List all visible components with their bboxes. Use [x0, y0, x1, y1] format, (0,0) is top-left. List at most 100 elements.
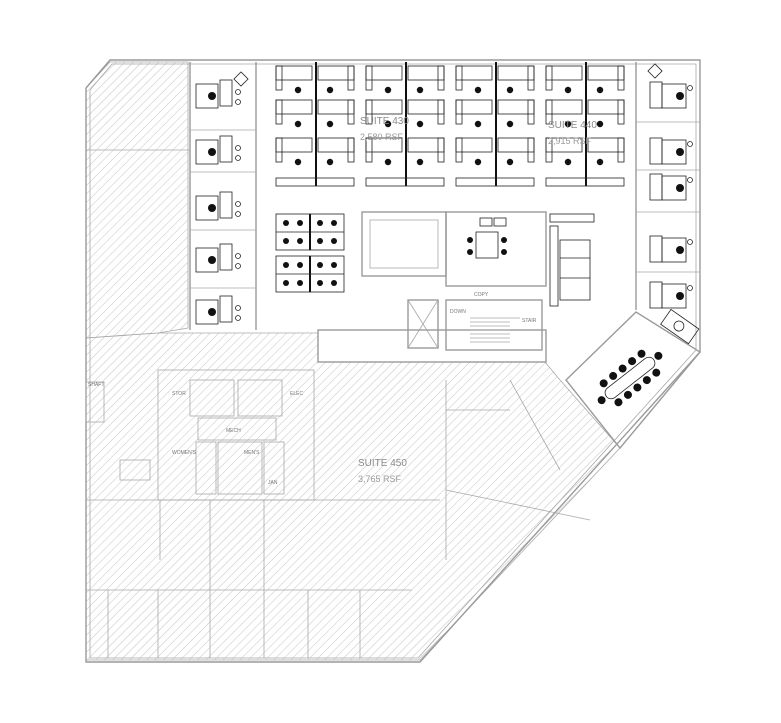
- chair: [474, 120, 482, 128]
- chair: [208, 92, 216, 100]
- workstation-pods: [275, 62, 625, 293]
- workstation-desk: [455, 99, 493, 115]
- chair: [297, 238, 303, 244]
- conference-room: [597, 308, 700, 407]
- workstation-return: [437, 65, 445, 91]
- workstation-return: [617, 137, 625, 163]
- suite-430-name: SUITE 430: [360, 116, 409, 127]
- chair: [564, 86, 572, 94]
- suite-440-name: SUITE 440: [548, 120, 597, 131]
- chair: [506, 158, 514, 166]
- stor-label: STOR: [172, 391, 186, 397]
- workstation-return: [455, 99, 463, 125]
- break-table: [467, 213, 595, 307]
- chair: [331, 280, 337, 286]
- office-return: [219, 295, 233, 323]
- chair: [326, 86, 334, 94]
- workstation-return: [545, 137, 553, 163]
- shaft-label: SHAFT: [88, 382, 104, 388]
- workstation-desk: [365, 99, 403, 115]
- chair: [317, 262, 323, 268]
- chair: [474, 86, 482, 94]
- guest-chair: [235, 305, 241, 311]
- workstation-return: [275, 65, 283, 91]
- guest-chair: [235, 145, 241, 151]
- north-suite-walls: [86, 62, 702, 450]
- chair: [208, 308, 216, 316]
- office-return: [649, 81, 663, 109]
- workstation-return: [275, 99, 283, 125]
- guest-chair: [687, 177, 693, 183]
- workstation-desk: [317, 137, 355, 153]
- guest-chair: [687, 85, 693, 91]
- chair: [506, 120, 514, 128]
- chair: [596, 120, 604, 128]
- workstation-desk: [275, 137, 313, 153]
- workstation-desk: [455, 65, 493, 81]
- chair: [317, 280, 323, 286]
- workstation-return: [437, 99, 445, 125]
- copy-label: COPY: [474, 292, 489, 298]
- workstation-return: [347, 65, 355, 91]
- chair: [384, 86, 392, 94]
- guest-chair: [687, 141, 693, 147]
- chair: [208, 204, 216, 212]
- chair: [474, 158, 482, 166]
- storage-credenza: [455, 177, 535, 187]
- workstation-return: [437, 137, 445, 163]
- chair: [326, 158, 334, 166]
- workstation-return: [347, 99, 355, 125]
- chair: [297, 220, 303, 226]
- workstation-desk: [275, 65, 313, 81]
- chair: [416, 86, 424, 94]
- chair: [294, 120, 302, 128]
- chair: [596, 86, 604, 94]
- chair: [676, 246, 684, 254]
- office-desk: [195, 247, 219, 273]
- workstation-return: [527, 99, 535, 125]
- office-return: [649, 281, 663, 309]
- workstation-desk: [587, 137, 625, 153]
- guest-chair: [235, 263, 241, 269]
- guest-chair: [235, 99, 241, 105]
- workstation-desk: [317, 65, 355, 81]
- workstation-return: [617, 99, 625, 125]
- guest-chair: [687, 285, 693, 291]
- chair: [331, 262, 337, 268]
- jan-label: JAN: [268, 480, 278, 486]
- workstation-desk: [545, 99, 583, 115]
- office-desk: [195, 139, 219, 165]
- elec-label: ELEC: [290, 391, 303, 397]
- womens-label: WOMEN'S: [172, 450, 197, 456]
- chair: [317, 220, 323, 226]
- chair: [283, 262, 289, 268]
- storage-credenza: [365, 177, 445, 187]
- chair: [331, 238, 337, 244]
- suite-430-area: 2,580 RSF: [360, 132, 404, 142]
- office-desk: [195, 299, 219, 325]
- hatched-areas: [85, 61, 621, 661]
- office-return: [649, 137, 663, 165]
- workstation-return: [545, 65, 553, 91]
- chair: [564, 158, 572, 166]
- chair: [294, 86, 302, 94]
- chair: [676, 92, 684, 100]
- mech-label: MECH: [226, 428, 241, 434]
- workstation-desk: [587, 99, 625, 115]
- down-label: DOWN: [450, 309, 466, 315]
- office-desk: [195, 195, 219, 221]
- workstation-return: [347, 137, 355, 163]
- stair: [470, 317, 520, 343]
- workstation-desk: [497, 65, 535, 81]
- chair: [283, 238, 289, 244]
- office-return: [219, 135, 233, 163]
- office-return: [219, 243, 233, 271]
- guest-chair: [235, 253, 241, 259]
- room-labels: STAIR DOWN COPY STOR ELEC JAN MEN'S WOME…: [88, 292, 537, 486]
- chair: [676, 184, 684, 192]
- workstation-return: [455, 65, 463, 91]
- workstation-desk: [365, 65, 403, 81]
- chair: [564, 120, 572, 128]
- chair: [317, 238, 323, 244]
- workstation-desk: [497, 99, 535, 115]
